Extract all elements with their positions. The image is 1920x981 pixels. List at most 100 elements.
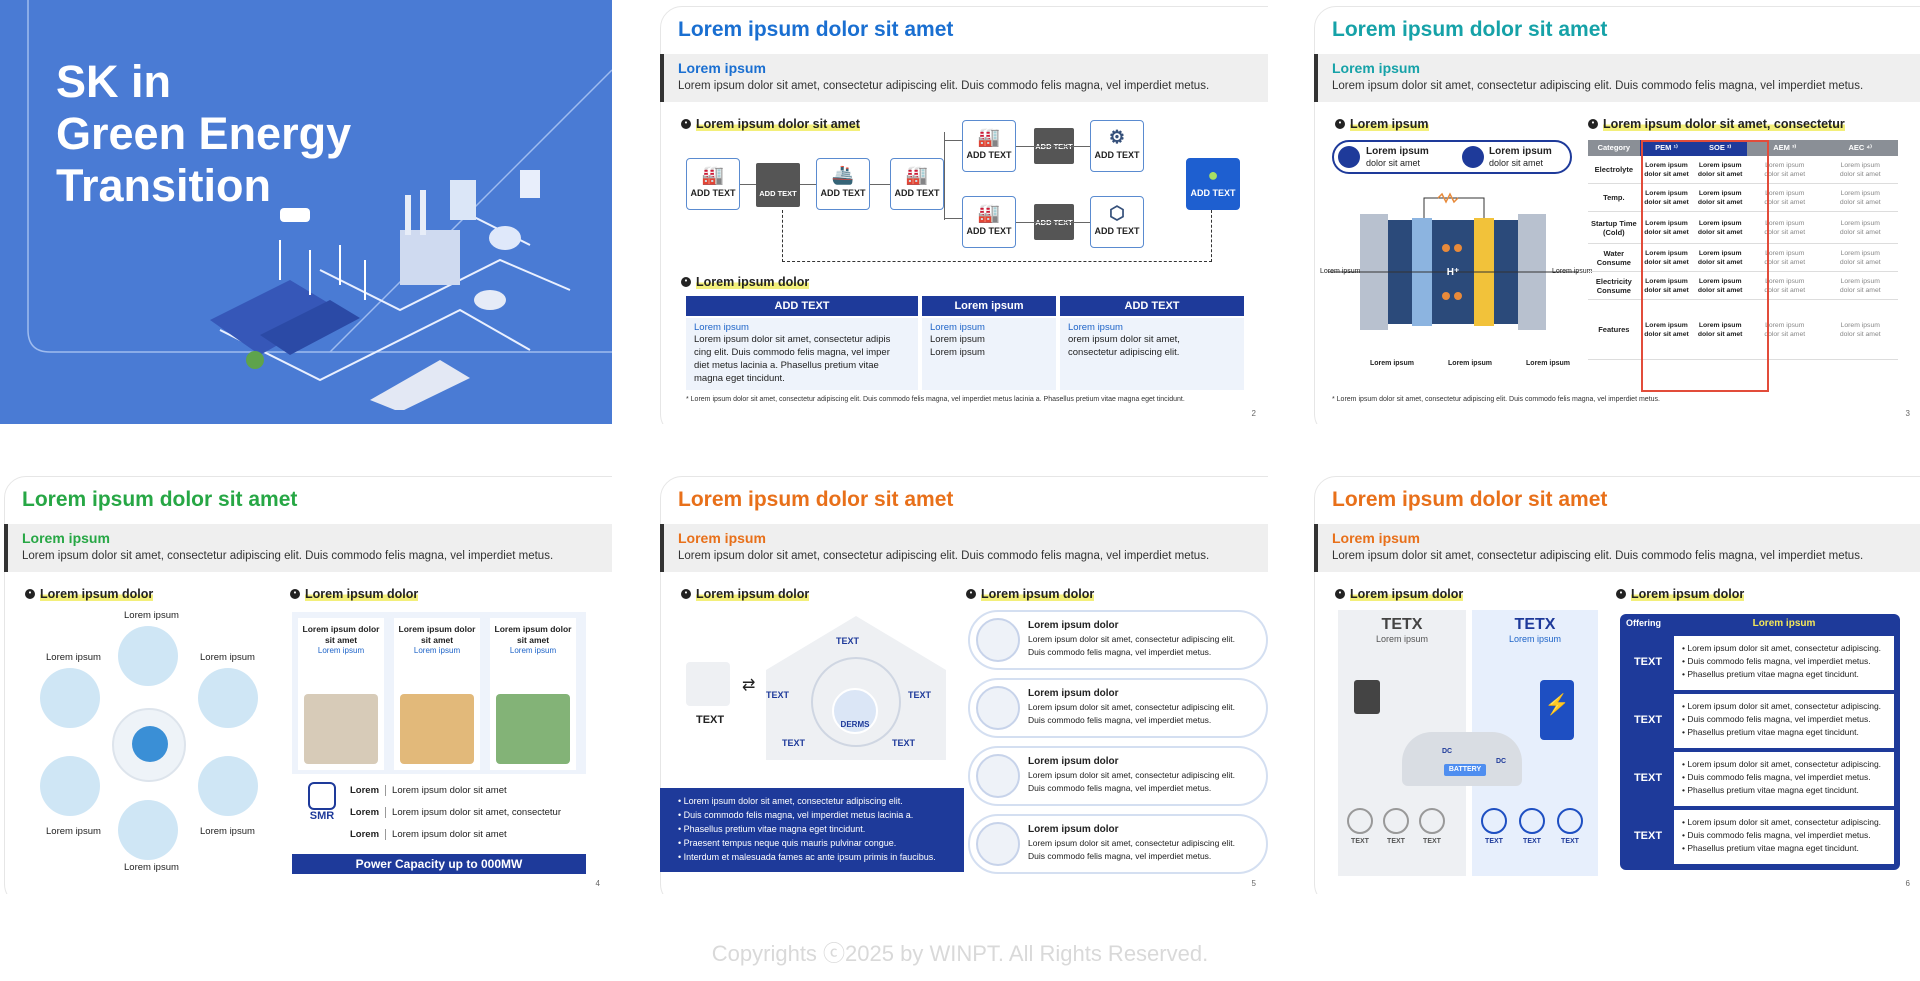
- plug-icon: [1519, 808, 1545, 834]
- farm-circle: [40, 668, 100, 728]
- solar-circle: [198, 756, 258, 816]
- flow-node-3: 🏭ADD TEXT: [890, 158, 944, 210]
- electrode-icon: [1338, 146, 1360, 168]
- table-header-cell: Category: [1597, 143, 1631, 152]
- legend-pill: Lorem ipsum dolor sit amet Lorem ipsum d…: [1332, 140, 1572, 174]
- band-desc: Lorem ipsum dolor sit amet, consectetur …: [1332, 550, 1864, 562]
- band-desc: Lorem ipsum dolor sit amet, consectetur …: [1332, 80, 1864, 92]
- bullets-panel: • Lorem ipsum dolor sit amet, consectetu…: [660, 788, 964, 872]
- offering-row: • Lorem ipsum dolor sit amet, consectetu…: [1674, 752, 1894, 806]
- section-header-1: •Lorem ipsum dolor: [25, 587, 154, 601]
- mountain-wind-circle: [198, 668, 258, 728]
- row-label: Features: [1598, 325, 1630, 334]
- electrolysis-cell-diagram: H⁺: [1328, 192, 1578, 330]
- reactor-icon: [308, 782, 336, 810]
- page-number: 5: [1251, 879, 1256, 888]
- plug-type: TEXT: [1380, 808, 1412, 845]
- ship-icon: 🚢: [831, 165, 855, 185]
- storage-tank-icon: [474, 290, 506, 310]
- offering-label: TEXT: [1633, 772, 1663, 784]
- offering-label: TEXT: [1633, 830, 1663, 842]
- plant-icon: 🏭: [701, 165, 725, 185]
- ring-label-bottom-left: Lorem ipsum: [46, 826, 101, 837]
- band-heading: Lorem ipsum: [678, 60, 766, 76]
- section-header-1: •Lorem ipsum dolor: [1335, 587, 1464, 601]
- band-heading: Lorem ipsum: [1332, 60, 1420, 76]
- plug-type: TEXT: [1516, 808, 1548, 845]
- section-header-2: •Lorem ipsum dolor sit amet, consectetur: [1588, 117, 1845, 131]
- row-label: Electricity Consume: [1595, 276, 1632, 295]
- battery-label: BATTERY: [1444, 764, 1486, 776]
- diagram-label-left: Lorem ipsum: [1320, 268, 1361, 275]
- cover-slide[interactable]: SK in Green Energy Transition: [0, 0, 612, 424]
- bullet-item: • Phasellus pretium vitae magna eget tin…: [678, 824, 866, 834]
- gear-icon: ⚙: [1108, 127, 1126, 147]
- ship-icon: [370, 360, 470, 410]
- row-label: Temp.: [1603, 193, 1625, 202]
- plug-type: TEXT: [1344, 808, 1376, 845]
- bullet-icon: •: [681, 589, 691, 599]
- node-label-5: TEXT: [892, 738, 916, 748]
- hydrogen-tank-icon: [489, 226, 521, 250]
- slide-title: Lorem ipsum dolor sit amet: [678, 488, 954, 511]
- bullet-icon: •: [966, 589, 976, 599]
- plug-icon: [1557, 808, 1583, 834]
- flow-node-5: ⚙ADD TEXT: [1090, 120, 1144, 172]
- bullet-icon: •: [1335, 119, 1345, 129]
- plug-type: TEXT: [1416, 808, 1448, 845]
- section-header-2: •Lorem ipsum dolor: [1616, 587, 1745, 601]
- table-header-col1: ADD TEXT: [686, 296, 918, 316]
- plug-type: TEXT: [1478, 808, 1510, 845]
- page-number: 3: [1905, 409, 1910, 418]
- transmission-tower-icon: [686, 662, 730, 706]
- flow-node-6: 🏭ADD TEXT: [962, 196, 1016, 248]
- offering-row: • Lorem ipsum dolor sit amet, consectetu…: [1674, 810, 1894, 864]
- tower-label: TEXT: [696, 714, 725, 726]
- plug-icon: [1383, 808, 1409, 834]
- offering-table: Offering Lorem ipsum TEXT• Lorem ipsum d…: [1620, 614, 1900, 870]
- dc-label-2: DC: [1496, 758, 1507, 765]
- bullet-icon: •: [290, 589, 300, 599]
- table-cell-col1: Lorem ipsum Lorem ipsum dolor sit amet, …: [686, 318, 918, 390]
- car-icon: [1402, 732, 1522, 786]
- ring-label-bottom-right: Lorem ipsum: [200, 826, 255, 837]
- cover-title-line-1: SK in: [56, 56, 172, 107]
- section-header-1: •Lorem ipsum dolor sit amet: [681, 117, 860, 131]
- hydrogen-icon: ⬡: [1109, 203, 1125, 223]
- plant-illustration-icon: [496, 694, 570, 764]
- bullet-icon: •: [681, 119, 691, 129]
- slide-title: Lorem ipsum dolor sit amet: [1332, 488, 1608, 511]
- capacity-bar: Power Capacity up to 000MW: [292, 854, 586, 874]
- section-header-2: •Lorem ipsum dolor: [966, 587, 1095, 601]
- node-label-3: TEXT: [908, 690, 932, 700]
- table-header-cell: AEC ⁴⁾: [1848, 143, 1872, 152]
